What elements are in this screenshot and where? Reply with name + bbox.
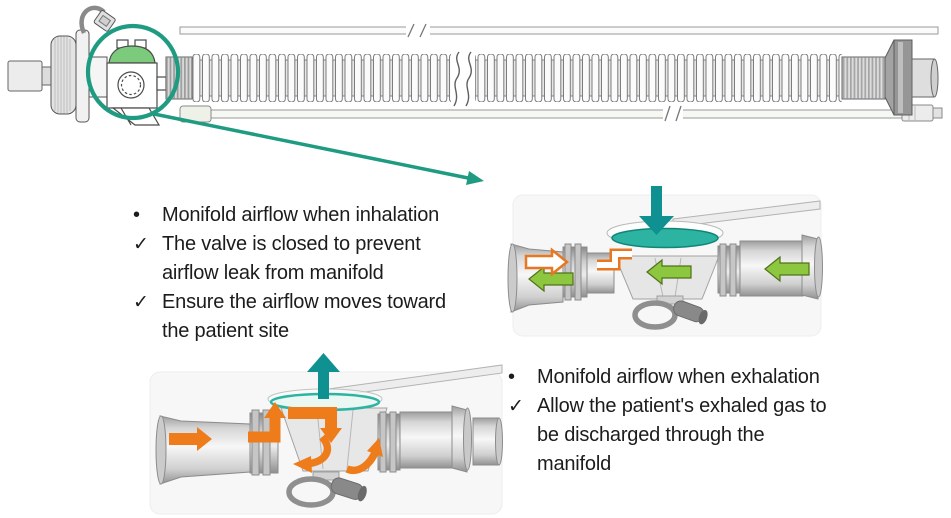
note-line: the patient site (133, 317, 446, 346)
note-line: be discharged through the (508, 421, 826, 450)
inhalation-check-2: Ensure the airflow moves toward (162, 291, 446, 313)
green-flow-arrows-left (528, 255, 810, 293)
note-line: manifold (508, 450, 826, 479)
check-icon: ✓ (133, 234, 149, 255)
manifold-callout-circle (85, 23, 181, 121)
manifold-inhalation-figure (507, 186, 823, 337)
valve-disc-closed (611, 227, 719, 249)
marker-spacer (508, 450, 537, 479)
inhalation-title: Monifold airflow when inhalation (162, 204, 440, 226)
valve-cap-green (108, 45, 156, 64)
bullet-icon: • (133, 204, 140, 226)
bottom-clip (632, 295, 708, 330)
callout-arrowhead-icon (466, 171, 484, 185)
marker-spacer (508, 421, 537, 450)
sample-line-bottom (179, 104, 943, 123)
orange-exhaust-flow-arrows (169, 402, 383, 474)
inhalation-check-2-cont: the patient site (162, 320, 289, 342)
note-line: ✓ Allow the patient's exhaled gas to (508, 392, 827, 421)
note-line: • Monifold airflow when inhalation (133, 201, 446, 230)
exhalation-check-1-cont: be discharged through the (537, 424, 765, 446)
manifold-exhalation-figure (149, 353, 503, 515)
patient-end-elbow (884, 39, 939, 116)
exhalation-notes: • Monifold airflow when exhalation ✓ All… (508, 363, 827, 479)
breathing-circuit-illustration (7, 5, 943, 185)
exhale-teal-up-arrow-icon (307, 353, 340, 399)
pressure-line-top (179, 23, 939, 38)
corrugated-hose (165, 39, 939, 116)
note-line: • Monifold airflow when exhalation (508, 363, 826, 392)
manifold-valve-lineart (106, 39, 167, 126)
note-line: airflow leak from manifold (133, 259, 446, 288)
bullet-icon: • (508, 366, 515, 388)
machine-end-connector (7, 5, 116, 123)
right-port-cylinder (377, 405, 503, 473)
inhalation-check-1-cont: airflow leak from manifold (162, 262, 384, 284)
exhalation-check-1-cont2: manifold (537, 453, 611, 475)
inhalation-notes: • Monifold airflow when inhalation ✓ The… (133, 201, 446, 346)
bottom-clip (286, 471, 367, 508)
check-icon: ✓ (133, 292, 149, 313)
check-icon: ✓ (508, 396, 524, 417)
inhalation-check-1: The valve is closed to prevent (162, 233, 421, 255)
callout-arrow-line (153, 112, 469, 180)
exhalation-title: Monifold airflow when exhalation (537, 366, 820, 388)
orange-blocked-flow-arrows (524, 247, 632, 277)
note-line: ✓ Ensure the airflow moves toward (133, 288, 446, 317)
inhale-teal-down-arrow-icon (639, 186, 674, 235)
exhalation-check-1: Allow the patient's exhaled gas to (537, 395, 827, 417)
luer-cap-icon (93, 10, 116, 32)
marker-spacer (133, 259, 162, 288)
luer-cap-strap (79, 5, 106, 34)
note-line: ✓ The valve is closed to prevent (133, 230, 446, 259)
marker-spacer (133, 317, 162, 346)
